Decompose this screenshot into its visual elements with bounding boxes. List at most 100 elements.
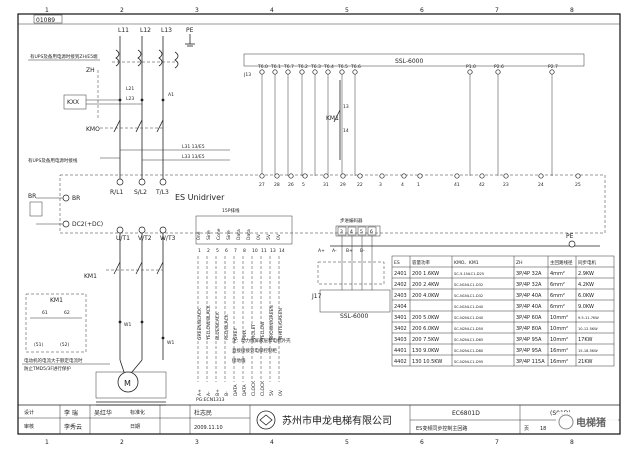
control-terminal	[357, 173, 363, 179]
control-terminal	[340, 173, 346, 179]
km1-aux-label: KM1	[50, 297, 63, 304]
small-conn-side-label: A+	[318, 248, 325, 254]
ssl-terminal	[299, 69, 305, 75]
table-cell: 3P/4P 32A	[516, 282, 542, 288]
table-cell: 3P/4P 60A	[516, 315, 542, 321]
small-conn-pin: 6	[370, 229, 373, 235]
grid-number-top: 2	[120, 7, 124, 14]
drawing-name: ES变频同步控制主回路	[416, 425, 467, 432]
grid-number-bottom: 5	[345, 439, 349, 446]
km1-side-51: (51)	[34, 342, 43, 348]
encoder-pin-label: A+	[197, 389, 203, 396]
ssl-6000-box	[243, 53, 585, 67]
table-cell: 10-12.5KW	[578, 327, 598, 331]
km1-term-13: 13	[343, 104, 349, 110]
connector-pin-number: 11	[261, 248, 267, 254]
table-cell: 16mm²	[550, 348, 568, 354]
encoder-pin-label: B+	[215, 389, 221, 396]
table-cell: 3P/4P 80A	[516, 326, 542, 332]
table-cell: 6mm²	[550, 304, 565, 310]
grid-number-top: 4	[270, 7, 274, 14]
connector-pin-number: 7	[234, 248, 237, 254]
control-terminal	[379, 173, 385, 179]
table-cell: 6mm²	[550, 282, 565, 288]
small-conn-side-label: B+	[346, 248, 353, 254]
connector-pin-number: 6	[225, 248, 228, 254]
table-cell: 6.0KW	[578, 293, 594, 299]
connector-pin-label: Sine	[226, 230, 232, 240]
table-header: KMO、KM1	[454, 260, 479, 266]
encoder-pin-label: 0V	[278, 389, 284, 396]
encoder-pin-label: B-	[224, 391, 230, 396]
control-terminal-label: 41	[454, 182, 460, 188]
control-terminal-label: 31	[323, 182, 329, 188]
wire-color-label: PINK	[242, 329, 248, 340]
table-cell: 3P/4P 40A	[516, 304, 542, 310]
km1-side-52: (52)	[60, 342, 69, 348]
table-cell: 16mm²	[550, 359, 568, 365]
table-cell: 2403	[394, 293, 407, 299]
ssl-term-label: T6.0	[257, 64, 268, 70]
j17-label: J17	[311, 293, 322, 300]
input-s-label: S/L2	[134, 189, 147, 196]
ssl-term-label: P2.7	[548, 64, 558, 70]
role-standard: 标准化	[130, 409, 145, 416]
ssl-term-label: T6.7	[283, 64, 294, 70]
w1-label-2: W1	[167, 340, 174, 346]
encoder-pin-label: CLOCK	[260, 380, 266, 396]
wire-label-l12: L12	[140, 27, 151, 34]
ssl-terminal	[339, 69, 345, 75]
table-cell: SC-N2NLC1-D40	[454, 316, 484, 320]
small-conn-pin: 3	[340, 229, 343, 235]
km1-term-14: 14	[343, 128, 349, 134]
ssl-terminal	[549, 69, 555, 75]
connector-pin-number: 13	[270, 248, 276, 254]
grid-number-top: 5	[345, 7, 349, 14]
company-name: 苏州市申龙电梯有限公司	[282, 414, 392, 427]
connector-pin-label: 0V	[256, 233, 262, 240]
table-cell: 3403	[394, 337, 407, 343]
control-terminal	[538, 173, 544, 179]
cable-note-3: 接地线	[232, 357, 246, 364]
table-header: 主回路线径	[550, 259, 573, 266]
km1-coil-label: KM1	[326, 115, 339, 122]
km1-contact-62: 62	[64, 310, 70, 316]
encoder-pin-label: CLOCK	[251, 380, 257, 396]
connector-pin-number: 10	[252, 248, 258, 254]
input-r-label: R/L1	[110, 189, 124, 196]
control-terminal	[503, 173, 509, 179]
table-header: ZH	[516, 260, 522, 266]
table-cell: 2.9KW	[578, 271, 594, 277]
title-date: 2009.11.10	[194, 425, 223, 431]
table-cell: 4mm²	[550, 271, 565, 277]
table-cell: 4402	[394, 359, 407, 365]
kxx-label: KXX	[67, 99, 79, 106]
control-terminal-label: 26	[288, 182, 294, 188]
control-terminal-label: 23	[503, 182, 509, 188]
table-cell: 6mm²	[550, 293, 565, 299]
control-terminal	[274, 173, 280, 179]
role-reviewer: 审核	[24, 423, 34, 430]
small-conn-label: 步进编码器	[340, 217, 363, 224]
encoder-pin-label: A-	[206, 391, 212, 396]
zh-breaker-label: ZH	[86, 67, 95, 74]
table-cell: 200 2.4KW	[412, 282, 439, 288]
table-cell: SC-5-1NLC1-D25	[454, 272, 484, 276]
table-header: ES	[394, 260, 400, 266]
kxx-box	[63, 94, 87, 110]
connector-pin-number: 2	[207, 248, 210, 254]
control-terminal-label: 24	[538, 182, 544, 188]
control-terminal	[454, 173, 460, 179]
km1-contact-label: KM1	[84, 273, 97, 280]
l21-label: L21	[126, 86, 134, 92]
control-terminal-label: 22	[357, 182, 363, 188]
br-label: BR	[28, 193, 36, 200]
cable-label: 15P排线	[222, 207, 240, 214]
company-logo-icon	[256, 410, 276, 430]
w1-label: W1	[124, 322, 131, 328]
